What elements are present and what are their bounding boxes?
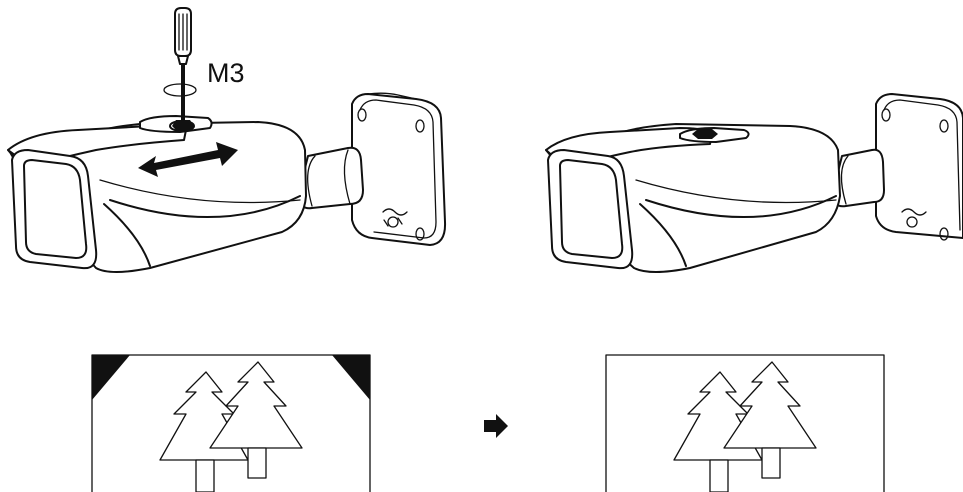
double-arrow-icon	[138, 142, 238, 177]
camera-after-adjustment	[545, 93, 963, 273]
view-before-frame	[91, 354, 371, 492]
o-ring	[163, 83, 197, 97]
camera-before-adjustment: M3	[7, 7, 447, 273]
screw-size-label: M3	[207, 58, 245, 88]
mount-arm	[297, 146, 364, 210]
vignette-corner-right	[332, 355, 370, 400]
wall-mount-bracket	[351, 92, 447, 246]
camera-body	[545, 123, 841, 273]
vignette-corner-left	[92, 355, 130, 400]
screwdriver-icon	[174, 7, 192, 121]
right-arrow-icon	[484, 414, 508, 438]
view-after-frame	[605, 354, 885, 492]
tree-icon	[723, 361, 817, 479]
camera-body	[7, 83, 307, 273]
wall-mount-bracket	[875, 93, 963, 241]
tree-icon	[209, 361, 303, 479]
